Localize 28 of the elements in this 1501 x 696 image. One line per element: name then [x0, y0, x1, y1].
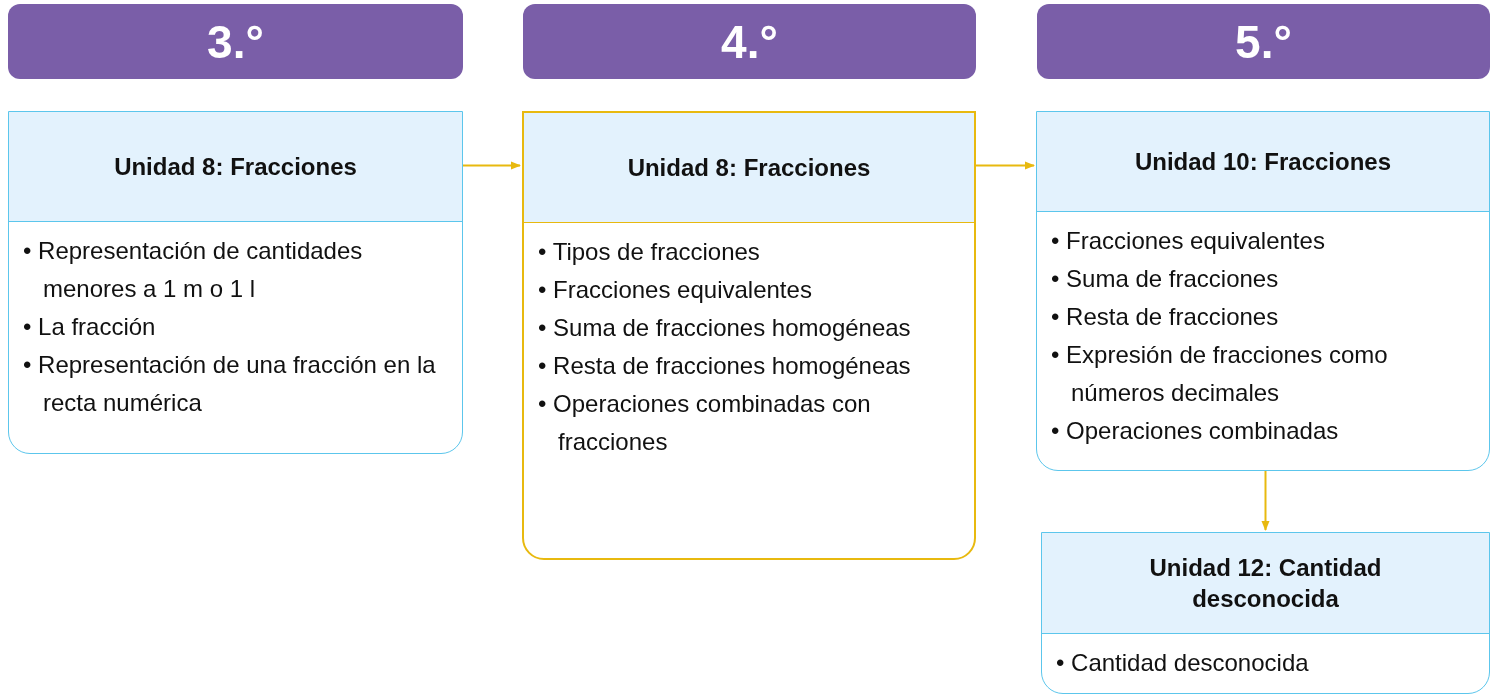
grade-banner: 5.° [1037, 4, 1490, 79]
topic-item: • La fracción [23, 312, 157, 342]
grade-banner: 3.° [8, 4, 463, 79]
topic-item: • Operaciones combinadas [1051, 416, 1340, 446]
topic-item: • Fracciones equivalentes [538, 275, 813, 305]
topic-item: • Fracciones equivalentes [1051, 226, 1326, 256]
topic-item: • Resta de fracciones homogéneas [538, 351, 912, 381]
topic-item: • Suma de fracciones [1051, 264, 1280, 294]
topic-item: • Resta de fracciones [1051, 302, 1280, 332]
unit-title: Unidad 12: Cantidad desconocida [1148, 552, 1383, 614]
topic-item: • Suma de fracciones homogéneas [538, 313, 912, 343]
topic-item: • Representación de cantidades menores a 1 m o 1 l [23, 236, 364, 304]
arrow [462, 161, 521, 170]
unit-card [522, 111, 976, 560]
unit-title: Unidad 8: Fracciones [627, 152, 871, 183]
topic-item: • Tipos de fracciones [538, 237, 761, 267]
unit-card [1041, 532, 1490, 694]
unit-card [1036, 111, 1490, 471]
unit-title: Unidad 10: Fracciones [1134, 146, 1392, 177]
topic-item: • Representación de una fracción en la recta numérica [23, 350, 437, 418]
grade-banner: 4.° [523, 4, 976, 79]
arrow [1261, 470, 1270, 531]
arrow [975, 161, 1035, 170]
topic-item: • Cantidad desconocida [1056, 648, 1310, 678]
topic-item: • Expresión de fracciones como números decimales [1051, 340, 1389, 408]
topic-item: • Operaciones combinadas con fracciones [538, 389, 872, 457]
unit-title: Unidad 8: Fracciones [114, 151, 357, 182]
unit-card [8, 111, 463, 454]
